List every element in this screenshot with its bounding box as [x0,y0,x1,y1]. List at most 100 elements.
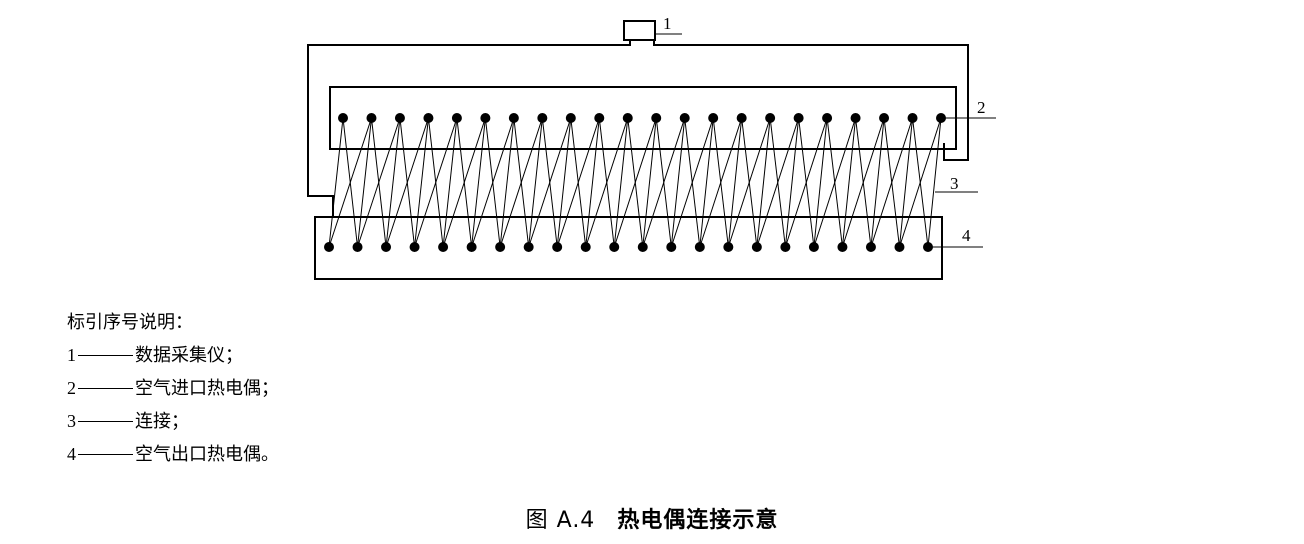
outlet-thermocouple-point [723,242,734,252]
figure-title: 热电偶连接示意 [617,508,779,533]
legend-item-number: 3 [67,411,76,431]
inlet-thermocouple-point [366,113,377,123]
connection-wire [328,117,344,248]
inlet-thermocouple-point [850,113,861,123]
outlet-thermocouple-point [466,242,477,252]
connection-wires [328,117,942,248]
outlet-housing [314,216,943,280]
figure-number: 图 A.4 [525,508,596,533]
legend-dash [78,420,133,422]
connection-wire [699,117,743,248]
outlet-thermocouple-point [495,242,506,252]
outlet-thermocouple-point [637,242,648,252]
connection-wire [528,117,543,248]
connection-wire [670,117,686,248]
figure-caption: 图 A.4 热电偶连接示意 [0,502,1304,534]
inlet-thermocouple-point [537,113,548,123]
outlet-thermocouple-point [324,242,334,252]
legend-heading: 标引序号说明： [67,312,193,333]
outlet-thermocouple-point [381,242,392,252]
connection-wire [727,117,743,248]
legend-dash [78,453,133,455]
connection-wire [556,117,572,248]
connection-wire [870,117,885,248]
outlet-thermocouple-point [751,242,762,252]
inlet-thermocouple-point [879,113,890,123]
connection-wire [756,117,771,248]
outlet-thermocouple-point [609,242,620,252]
thermocouple-connection-diagram: 1 2 3 4 [307,14,996,280]
outlet-thermocouple-point [438,242,449,252]
connection-wire [642,117,686,248]
leader-label-3: 3 [950,174,959,193]
data-logger-wire [307,40,631,217]
inlet-thermocouple-point [907,113,918,123]
inlet-thermocouple-point [338,113,348,123]
leader-label-1: 1 [663,14,672,33]
connection-wire [898,117,914,248]
connection-wire [927,117,942,248]
connection-wire [442,117,458,248]
outlet-thermocouple-point [552,242,563,252]
connection-wire [357,117,372,248]
connection-wire [414,117,429,248]
outlet-thermocouple-point [523,242,534,252]
inlet-thermocouple-point [394,113,405,123]
outlet-thermocouples [324,242,933,252]
connection-wire [642,117,657,248]
legend-item-text: 空气进口热电偶； [135,378,279,399]
connection-wire [670,117,714,248]
connection-wire [385,117,401,248]
outlet-thermocouple-point [666,242,677,252]
legend-item-text: 数据采集仪； [135,345,243,366]
inlet-thermocouple-point [936,113,946,123]
connection-wire [414,117,458,248]
legend-item: 1 数据采集仪； [67,339,279,372]
connection-wire [727,117,771,248]
connection-wire [357,117,401,248]
outlet-thermocouple-point [694,242,705,252]
data-logger-wire-right [653,40,969,161]
inlet-thermocouple-point [679,113,690,123]
legend-item-number: 1 [67,345,76,365]
inlet-thermocouple-point [423,113,434,123]
connection-wire [699,117,714,248]
connection-wire [613,117,657,248]
legend-dash [78,354,133,356]
connection-wire [870,117,913,248]
inlet-thermocouple-point [451,113,462,123]
connection-wire [499,117,543,248]
connection-wire [841,117,857,248]
connection-wire [585,117,600,248]
connection-wire [841,117,885,248]
inlet-thermocouple-point [736,113,747,123]
inlet-thermocouple-point [793,113,804,123]
connection-wire [385,117,429,248]
connection-wire [471,117,515,248]
inlet-thermocouple-point [508,113,519,123]
connection-wire [442,117,486,248]
inlet-thermocouple-point [765,113,776,123]
outlet-thermocouple-point [808,242,819,252]
inlet-thermocouple-point [565,113,576,123]
inlet-thermocouple-point [708,113,719,123]
connection-wire [556,117,600,248]
inlet-thermocouple-point [480,113,491,123]
inlet-thermocouple-point [651,113,662,123]
connection-wire [899,117,942,248]
outlet-thermocouple-point [580,242,591,252]
outlet-thermocouple-point [780,242,791,252]
connection-wire [471,117,486,248]
leader-label-2: 2 [977,98,986,117]
inlet-thermocouples [338,113,946,123]
legend-dash [78,387,133,389]
connection-wire [813,117,857,248]
data-logger-box [623,20,656,41]
connection-wire [585,117,629,248]
outlet-thermocouple-point [409,242,420,252]
legend-item-number: 4 [67,444,76,464]
outlet-thermocouple-point [837,242,848,252]
connection-wire [784,117,828,248]
